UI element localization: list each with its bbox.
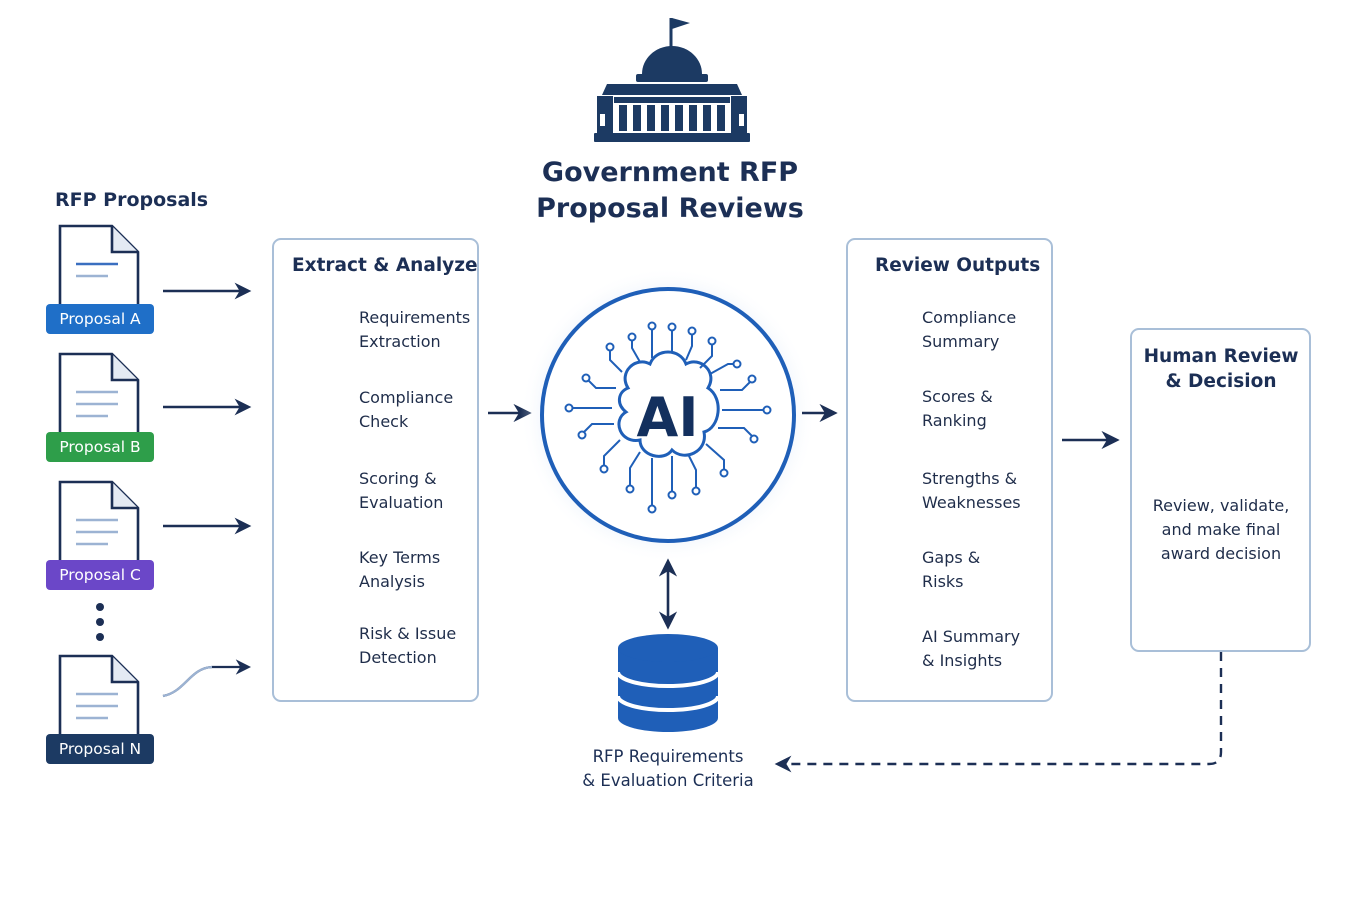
proposal-document-icon: [58, 480, 140, 566]
item-label-line: Scores &: [922, 387, 993, 406]
item-label-line: Gaps &: [922, 548, 981, 567]
item-label-line: Detection: [359, 648, 437, 667]
proposal-b-badge[interactable]: Proposal B: [46, 432, 154, 462]
feedback-loop-arrow: [774, 652, 1223, 773]
proposals-heading: RFP Proposals: [55, 189, 209, 211]
human-title-line: Human Review: [1143, 346, 1299, 367]
item-label-line: Strengths &: [922, 469, 1018, 488]
database-label-line: & Evaluation Criteria: [582, 771, 754, 790]
item-label-line: Risk & Issue: [359, 624, 457, 643]
output-item-compliance-summary[interactable]: Compliance Summary: [922, 306, 1016, 354]
human-review-description: Review, validate, and make final award d…: [1132, 494, 1310, 566]
item-label-line: Scoring &: [359, 469, 437, 488]
item-label-line: AI Summary: [922, 627, 1021, 646]
title-line: Proposal Reviews: [536, 193, 804, 224]
output-item-gaps-risks[interactable]: Gaps & Risks: [922, 546, 980, 594]
extract-analyze-title: Extract & Analyze: [292, 255, 478, 276]
human-desc-line: Review, validate,: [1152, 496, 1290, 515]
review-outputs-title: Review Outputs: [875, 255, 1041, 276]
review-outputs-panel: [846, 238, 1053, 702]
human-review-panel: [1130, 328, 1311, 652]
item-label-line: Analysis: [359, 572, 425, 591]
database-label: RFP Requirements & Evaluation Criteria: [548, 745, 788, 793]
human-review-title: Human Review & Decision: [1132, 344, 1310, 394]
extract-item-risk[interactable]: Risk & Issue Detection: [359, 622, 456, 670]
human-desc-line: award decision: [1160, 544, 1282, 563]
extract-item-requirements[interactable]: Requirements Extraction: [359, 306, 470, 354]
database-icon: [616, 634, 720, 732]
item-label-line: Risks: [922, 572, 964, 591]
item-label-line: Key Terms: [359, 548, 441, 567]
item-label-line: Check: [359, 412, 409, 431]
item-label-line: & Insights: [922, 651, 1003, 670]
item-label-line: Weaknesses: [922, 493, 1021, 512]
ellipsis-dots-icon: [96, 603, 104, 641]
item-label-line: Compliance: [359, 388, 454, 407]
proposal-c-badge[interactable]: Proposal C: [46, 560, 154, 590]
item-label-line: Ranking: [922, 411, 987, 430]
ai-circle: [540, 287, 796, 543]
extract-item-key-terms[interactable]: Key Terms Analysis: [359, 546, 440, 594]
title-line: Government RFP: [541, 157, 799, 188]
database-label-line: RFP Requirements: [592, 747, 744, 766]
output-item-scores-ranking[interactable]: Scores & Ranking: [922, 385, 993, 433]
page-title: Government RFP Proposal Reviews: [475, 155, 865, 227]
proposal-document-icon: [58, 654, 140, 740]
proposal-document-icon: [58, 352, 140, 438]
flow-arrows-proposals: [162, 282, 252, 698]
capitol-building-icon: [594, 18, 750, 142]
ai-label: AI: [636, 386, 699, 449]
extract-analyze-panel: [272, 238, 479, 702]
item-label-line: Requirements: [359, 308, 471, 327]
human-desc-line: and make final: [1161, 520, 1281, 539]
proposal-a-badge[interactable]: Proposal A: [46, 304, 154, 334]
circuit-traces: [564, 321, 772, 514]
proposal-document-icon: [58, 224, 140, 310]
brain-icon: [617, 350, 720, 458]
item-label-line: Summary: [922, 332, 1000, 351]
item-label-line: Evaluation: [359, 493, 444, 512]
output-item-strengths-weaknesses[interactable]: Strengths & Weaknesses: [922, 467, 1021, 515]
extract-item-scoring[interactable]: Scoring & Evaluation: [359, 467, 443, 515]
item-label-line: Compliance: [922, 308, 1017, 327]
human-title-line: & Decision: [1165, 371, 1277, 392]
item-label-line: Extraction: [359, 332, 441, 351]
proposal-n-badge[interactable]: Proposal N: [46, 734, 154, 764]
output-item-ai-summary[interactable]: AI Summary & Insights: [922, 625, 1020, 673]
extract-item-compliance[interactable]: Compliance Check: [359, 386, 453, 434]
